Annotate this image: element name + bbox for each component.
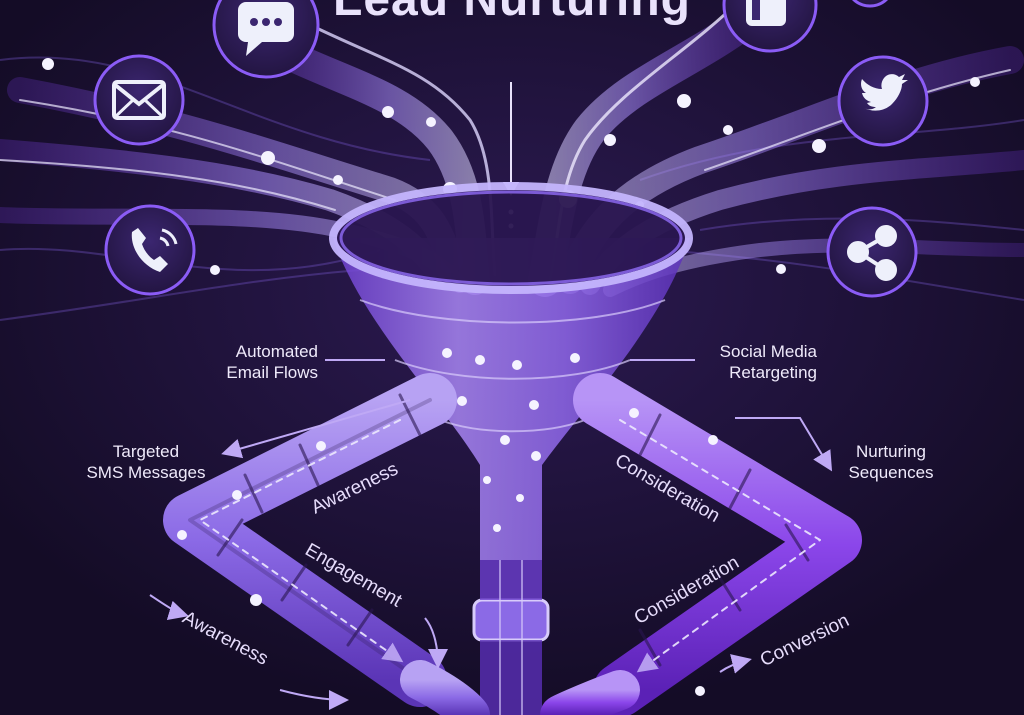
callout-nurturing-sequences: Nurturing Sequences bbox=[848, 442, 934, 482]
channel-icon-email bbox=[93, 54, 185, 146]
callout-lines bbox=[149, 359, 833, 710]
share-icon bbox=[847, 225, 897, 281]
stream-particles bbox=[42, 58, 980, 275]
callout-automated-email: Automated Email Flows bbox=[226, 342, 318, 382]
callout-targeted-sms: Targeted SMS Messages bbox=[86, 442, 206, 482]
right-pipe-dots bbox=[629, 408, 718, 696]
channel-icon-chat bbox=[212, 0, 320, 79]
twitter-icon bbox=[861, 74, 908, 111]
channel-icon-partial bbox=[851, 0, 889, 8]
email-icon bbox=[112, 80, 166, 120]
callout-social-retargeting: Social Media Retargeting bbox=[719, 342, 817, 382]
funnel bbox=[329, 182, 693, 715]
left-pipe-dots bbox=[177, 441, 326, 606]
channel-icon-share bbox=[826, 206, 918, 298]
channel-icon-facebook bbox=[722, 0, 818, 53]
page-title: Lead Nurturing bbox=[0, 0, 1024, 27]
channel-icon-twitter bbox=[837, 55, 929, 147]
channel-icon-phone bbox=[104, 204, 196, 296]
phone-icon bbox=[131, 228, 168, 272]
